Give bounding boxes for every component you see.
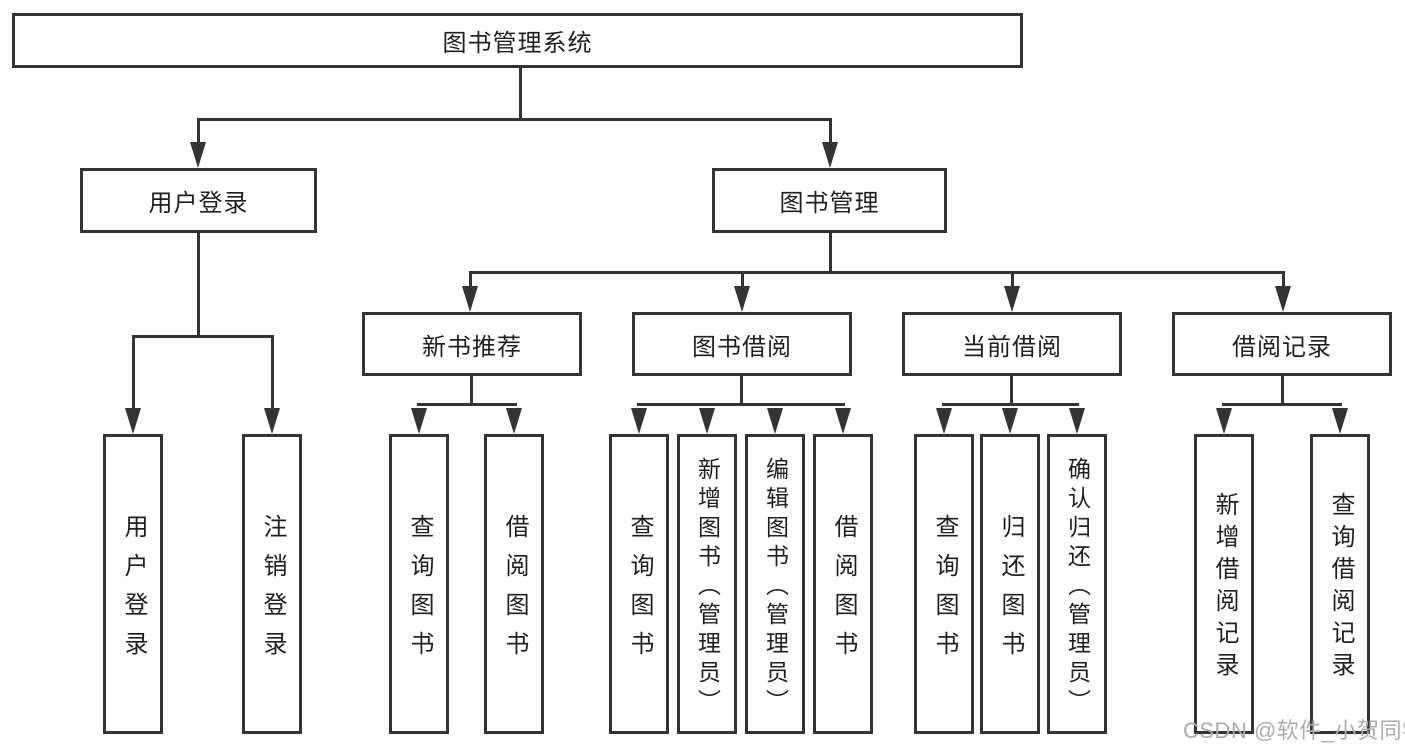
connector-line [1011,271,1014,291]
connector-line [829,118,832,148]
arrow-down-icon [1332,408,1348,434]
connector-line [741,271,744,291]
connector-line [417,403,517,406]
arrow-down-icon [822,142,838,168]
leaf-query-books-borrow: 查询图书 [609,434,669,734]
node-new-book-recommend: 新书推荐 [362,312,582,376]
leaf-return-books: 归还图书 [980,434,1040,734]
arrow-down-icon [1216,408,1232,434]
connector-line [197,118,200,148]
node-label: 借阅记录 [1232,333,1332,361]
node-book-management: 图书管理 [712,168,947,233]
node-label: 新增借阅记录 [1211,492,1238,684]
node-label: 当前借阅 [962,333,1062,361]
leaf-logout: 注销登录 [242,434,302,734]
connector-line [197,118,831,121]
connector-line [1281,376,1284,406]
arrow-down-icon [1002,408,1018,434]
connector-line [740,376,743,406]
leaf-add-book-admin: 新增图书（管理员） [677,434,737,734]
connector-line [1282,271,1285,291]
connector-line [519,68,522,121]
node-label: 新书推荐 [422,333,522,361]
node-user-login: 用户登录 [80,168,317,233]
arrow-down-icon [462,286,478,312]
watermark: CSDN @软件_小贺同学 [1183,718,1405,743]
arrow-down-icon [835,408,851,434]
leaf-edit-book-admin: 编辑图书（管理员） [745,434,805,734]
node-label: 编辑图书（管理员） [762,456,789,718]
arrow-down-icon [190,142,206,168]
node-label: 借阅图书 [501,513,528,670]
node-current-borrow: 当前借阅 [902,312,1122,376]
connector-line [132,335,274,338]
arrow-down-icon [506,408,522,434]
leaf-query-books-recommend: 查询图书 [389,434,449,734]
arrow-down-icon [767,408,783,434]
node-label: 用户登录 [148,190,249,217]
node-label: 新增图书（管理员） [694,456,721,718]
arrow-down-icon [1069,408,1085,434]
arrow-down-icon [1004,286,1020,312]
connector-line [469,271,1285,274]
node-label: 查询借阅记录 [1327,492,1354,684]
connector-line [829,233,832,274]
connector-line [271,335,274,413]
leaf-add-borrow-record: 新增借阅记录 [1194,434,1254,734]
connector-line [1010,376,1013,406]
arrow-down-icon [1275,286,1291,312]
arrow-down-icon [936,408,952,434]
leaf-user-login: 用户登录 [103,434,163,734]
node-borrow-records: 借阅记录 [1172,312,1392,376]
node-label: 查询图书 [626,513,653,670]
connector-line [637,403,845,406]
node-label: 注销登录 [259,513,286,670]
node-root: 图书管理系统 [12,13,1023,68]
arrow-down-icon [734,286,750,312]
node-label: 归还图书 [997,513,1024,670]
node-label: 查询图书 [931,513,958,670]
leaf-borrow-books-recommend: 借阅图书 [484,434,544,734]
arrow-down-icon [699,408,715,434]
leaf-query-books-current: 查询图书 [914,434,974,734]
leaf-query-borrow-record: 查询借阅记录 [1310,434,1370,734]
node-label: 确认归还（管理员） [1064,456,1091,718]
node-label: 图书管理 [779,190,880,217]
node-book-borrow: 图书借阅 [632,312,852,376]
connector-line [469,271,472,291]
connector-line [132,335,135,413]
arrow-down-icon [125,408,141,434]
leaf-confirm-return-admin: 确认归还（管理员） [1047,434,1107,734]
arrow-down-icon [411,408,427,434]
connector-line [942,403,1079,406]
arrow-down-icon [631,408,647,434]
connector-line [470,376,473,406]
connector-line [1222,403,1342,406]
leaf-borrow-books: 借阅图书 [813,434,873,734]
node-label: 借阅图书 [830,513,857,670]
connector-line [197,233,200,338]
node-label: 用户登录 [120,513,147,670]
arrow-down-icon [264,408,280,434]
node-label: 查询图书 [406,513,433,670]
node-label: 图书管理系统 [442,30,593,57]
node-label: 图书借阅 [692,333,792,361]
